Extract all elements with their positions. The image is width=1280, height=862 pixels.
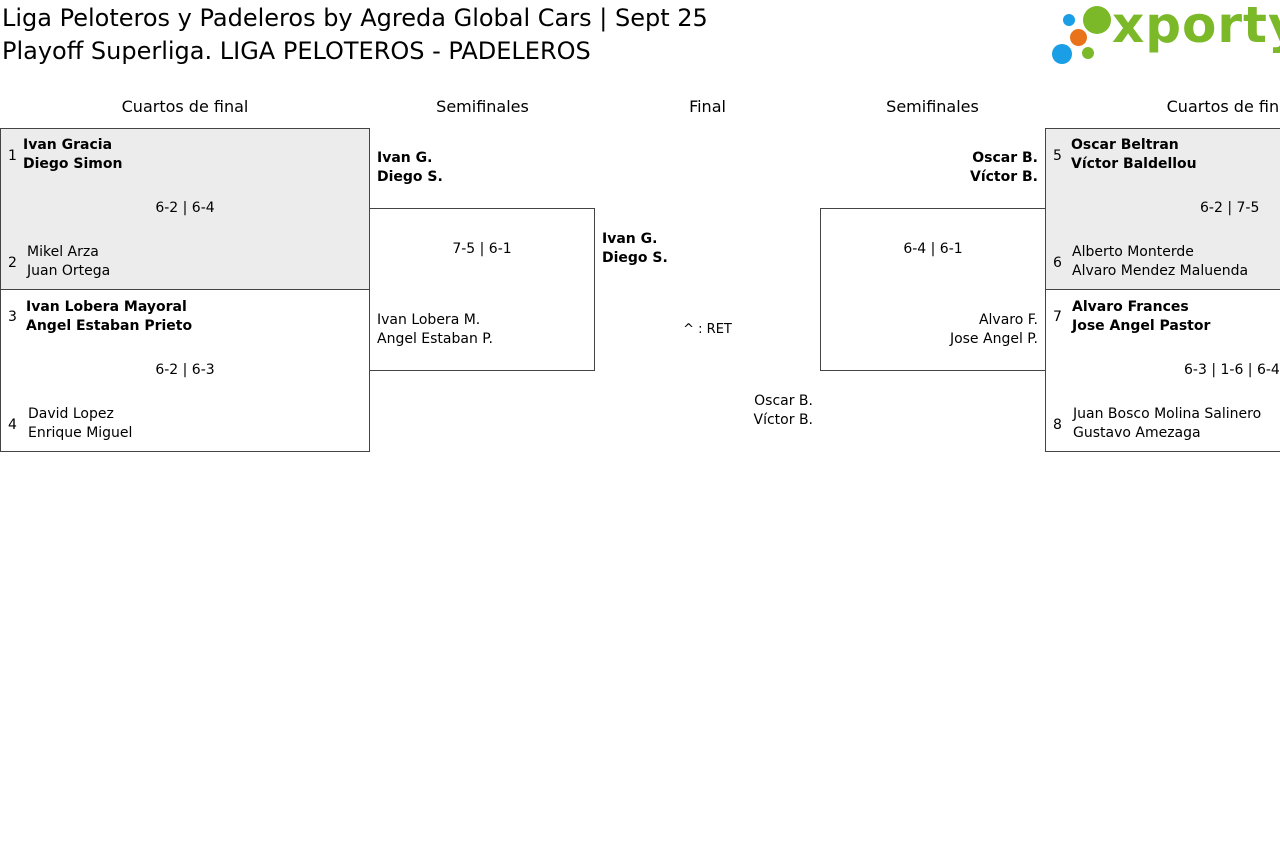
seed-number: 7 bbox=[1053, 309, 1062, 325]
player-name: Alvaro Mendez Maluenda bbox=[1072, 263, 1249, 279]
player-name: Ivan G. bbox=[377, 150, 433, 166]
team-loser: Mikel Arza Juan Ortega bbox=[27, 243, 110, 281]
right-sf-team-winner: Oscar B. Víctor B. bbox=[900, 149, 1038, 187]
player-name: Ivan Gracia bbox=[23, 137, 113, 153]
player-name: Alberto Monterde bbox=[1072, 244, 1194, 260]
team-loser: David Lopez Enrique Miguel bbox=[28, 405, 132, 443]
xporty-logo[interactable]: xporty bbox=[1050, 0, 1280, 68]
player-name: Oscar B. bbox=[754, 393, 813, 409]
round-heading-right-quarterfinals: Cuartos de final bbox=[1166, 97, 1280, 116]
match-score: 6-2 | 6-4 bbox=[155, 200, 215, 216]
round-heading-final: Final bbox=[689, 97, 726, 116]
logo-dot-orange bbox=[1070, 29, 1087, 46]
player-name: Gustavo Amezaga bbox=[1073, 425, 1201, 441]
player-name: Víctor B. bbox=[753, 412, 813, 428]
player-name: Alvaro F. bbox=[978, 312, 1038, 328]
team-winner: Ivan Gracia Diego Simon bbox=[23, 136, 122, 174]
player-name: Juan Ortega bbox=[27, 263, 111, 279]
right-qf-match-2[interactable]: 7 Alvaro Frances Jose Angel Pastor 6-3 |… bbox=[1045, 289, 1280, 452]
seed-number: 3 bbox=[8, 309, 17, 325]
player-name: Angel Estaban P. bbox=[377, 331, 493, 347]
player-name: Oscar Beltran bbox=[1071, 137, 1179, 153]
team-winner: Alvaro Frances Jose Angel Pastor bbox=[1072, 298, 1210, 336]
match-score: 6-3 | 1-6 | 6-4 bbox=[1184, 362, 1280, 378]
player-name: Juan Bosco Molina Salinero bbox=[1073, 406, 1262, 422]
round-heading-left-semifinals: Semifinales bbox=[436, 97, 529, 116]
team-winner: Ivan Lobera Mayoral Angel Estaban Prieto bbox=[26, 298, 192, 336]
seed-number: 6 bbox=[1053, 255, 1062, 271]
match-score: 6-2 | 6-3 bbox=[155, 362, 215, 378]
final-team-loser: Oscar B. Víctor B. bbox=[700, 392, 813, 430]
match-score: 7-5 | 6-1 bbox=[452, 241, 512, 257]
player-name: Mikel Arza bbox=[27, 244, 99, 260]
player-name: Oscar B. bbox=[972, 150, 1038, 166]
player-name: Alvaro Frances bbox=[1072, 299, 1189, 315]
page-subtitle: Playoff Superliga. LIGA PELOTEROS - PADE… bbox=[2, 37, 591, 65]
player-name: Diego S. bbox=[377, 169, 443, 185]
player-name: Jose Angel P. bbox=[949, 331, 1038, 347]
logo-dot-green bbox=[1083, 6, 1111, 34]
page-title: Liga Peloteros y Padeleros by Agreda Glo… bbox=[2, 4, 708, 32]
left-sf-team-loser: Ivan Lobera M. Angel Estaban P. bbox=[377, 311, 493, 349]
player-name: Diego S. bbox=[602, 250, 668, 266]
player-name: Angel Estaban Prieto bbox=[26, 318, 193, 334]
left-qf-match-2[interactable]: 3 Ivan Lobera Mayoral Angel Estaban Prie… bbox=[0, 289, 370, 452]
logo-dot-blue-large bbox=[1052, 44, 1072, 64]
player-name: Jose Angel Pastor bbox=[1072, 318, 1211, 334]
final-team-winner: Ivan G. Diego S. bbox=[602, 230, 668, 268]
seed-number: 5 bbox=[1053, 148, 1062, 164]
logo-dot-blue-small bbox=[1063, 14, 1075, 26]
right-sf-match[interactable]: 6-4 | 6-1 Alvaro F. Jose Angel P. bbox=[820, 208, 1046, 371]
seed-number: 1 bbox=[8, 148, 17, 164]
left-qf-match-1[interactable]: 1 Ivan Gracia Diego Simon 6-2 | 6-4 2 Mi… bbox=[0, 128, 370, 290]
round-heading-right-semifinals: Semifinales bbox=[886, 97, 979, 116]
seed-number: 8 bbox=[1053, 417, 1062, 433]
player-name: Diego Simon bbox=[23, 156, 123, 172]
team-loser: Juan Bosco Molina Salinero Gustavo Ameza… bbox=[1073, 405, 1261, 443]
match-score: 6-4 | 6-1 bbox=[903, 241, 963, 257]
match-score: 6-2 | 7-5 bbox=[1200, 200, 1260, 216]
logo-dot-green-small bbox=[1082, 47, 1094, 59]
team-winner: Oscar Beltran Víctor Baldellou bbox=[1071, 136, 1197, 174]
right-qf-match-1[interactable]: 5 Oscar Beltran Víctor Baldellou 6-2 | 7… bbox=[1045, 128, 1280, 290]
final-note: ^ : RET bbox=[683, 322, 732, 337]
logo-wordmark: xporty bbox=[1112, 0, 1280, 54]
player-name: Ivan Lobera M. bbox=[377, 312, 481, 328]
seed-number: 2 bbox=[8, 255, 17, 271]
team-loser: Alberto Monterde Alvaro Mendez Maluenda bbox=[1072, 243, 1248, 281]
player-name: Ivan Lobera Mayoral bbox=[26, 299, 187, 315]
player-name: Enrique Miguel bbox=[28, 425, 133, 441]
player-name: Víctor Baldellou bbox=[1071, 156, 1197, 172]
left-sf-match[interactable]: 7-5 | 6-1 Ivan Lobera M. Angel Estaban P… bbox=[369, 208, 595, 371]
player-name: Víctor B. bbox=[969, 169, 1038, 185]
right-sf-team-loser: Alvaro F. Jose Angel P. bbox=[901, 311, 1038, 349]
player-name: Ivan G. bbox=[602, 231, 658, 247]
round-heading-left-quarterfinals: Cuartos de final bbox=[121, 97, 249, 116]
player-name: David Lopez bbox=[28, 406, 114, 422]
left-sf-team-winner: Ivan G. Diego S. bbox=[377, 149, 443, 187]
seed-number: 4 bbox=[8, 417, 17, 433]
